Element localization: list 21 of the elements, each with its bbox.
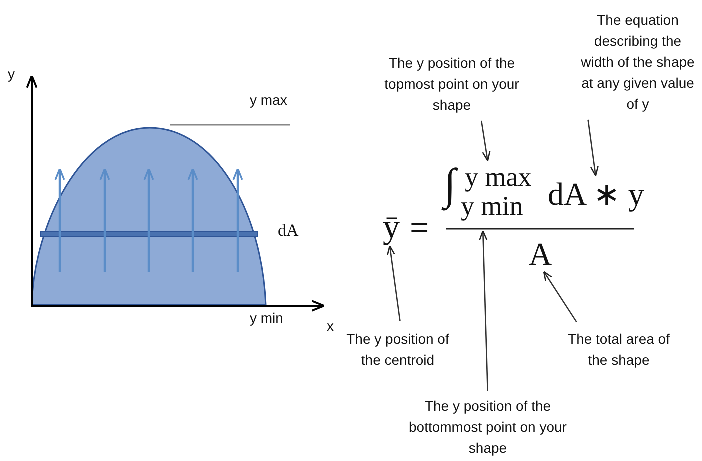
lower-limit: y min: [461, 193, 524, 220]
annotation-text: The equation describing the width of the shape at any given value of y: [578, 10, 698, 115]
integrand: dA ∗ y: [548, 178, 644, 210]
leader-arrow: [543, 271, 578, 323]
centroid-symbol: ȳ: [383, 211, 400, 245]
strip-label: dA: [278, 222, 299, 239]
leader-arrow: [479, 230, 488, 392]
leader-arrow: [480, 120, 491, 162]
annotation-text: The y position of the topmost point on your shape: [372, 53, 532, 116]
annotation-text: The y position of the bottommost point on your shape: [408, 396, 568, 459]
leader-arrow: [588, 120, 599, 177]
denominator: A: [529, 238, 552, 270]
upper-limit: y max: [465, 164, 532, 191]
dimension-label: y min: [250, 309, 284, 328]
equals-sign: =: [410, 212, 430, 246]
annotation-text: The y position of the centroid: [343, 329, 453, 371]
annotation-text: The total area of the shape: [565, 329, 673, 371]
leader-arrow: [386, 245, 401, 322]
axis-label: y: [8, 65, 15, 84]
dimension-label: y max: [250, 91, 288, 110]
axis-label: x: [327, 317, 334, 336]
